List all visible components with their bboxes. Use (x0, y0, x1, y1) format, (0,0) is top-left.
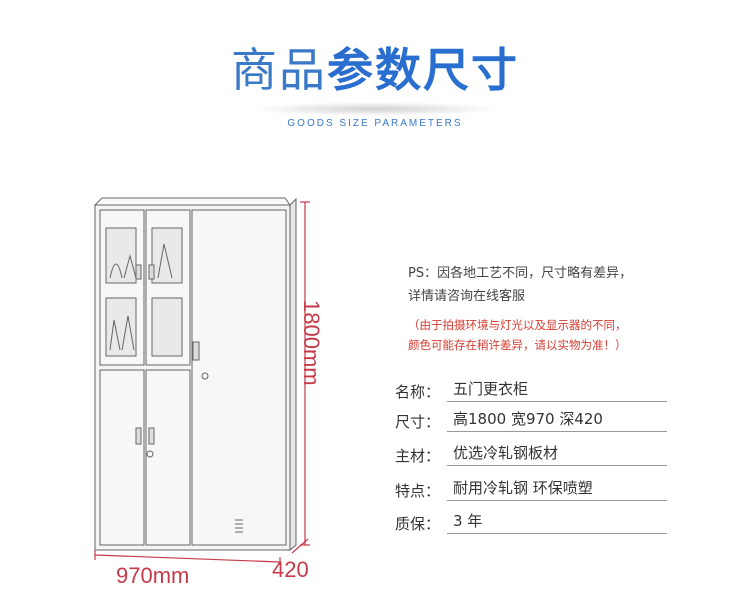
ps-line-2: 详情请咨询在线客服 (408, 289, 526, 304)
spec-underline (447, 500, 667, 501)
width-dimension: 970mm (116, 563, 190, 588)
cabinet-illustration (93, 197, 310, 565)
lock-lower (146, 450, 154, 458)
ps-note: PS：因各地工艺不同，尺寸略有差异， 详情请咨询在线客服 (408, 262, 728, 308)
color-disclaimer: （由于拍摄环境与灯光以及显示器的不同， 颜色可能存在稍许差异，请以实物为准！） (408, 315, 698, 355)
shelf-items-upper (109, 254, 137, 279)
dimension-lines (94, 201, 310, 565)
height-dimension: 1800mm (299, 300, 324, 386)
page-title: 商品参数尺寸 (0, 40, 750, 100)
title-light: 商品 (231, 43, 327, 97)
lock-right (201, 372, 209, 380)
glass-pane-2 (105, 297, 137, 357)
title-bold: 参数尺寸 (327, 43, 519, 97)
spec-value: 高1800 宽970 深420 (453, 410, 603, 428)
cabinet-top (93, 197, 291, 206)
note-line-1: （由于拍摄环境与灯光以及显示器的不同， (408, 318, 627, 332)
shelf-items-right (157, 243, 173, 279)
depth-dimension: 420 (272, 557, 309, 582)
spec-label: 尺寸： (395, 413, 441, 431)
door-lower-left (99, 369, 145, 546)
spec-row-warranty: 质保： 3 年 (395, 508, 667, 534)
title-shadow (250, 102, 500, 116)
spec-label: 名称： (395, 383, 441, 401)
shelf-items-lower (109, 315, 135, 351)
door-right-tall (191, 209, 287, 546)
spec-underline (447, 431, 667, 432)
note-line-2: 颜色可能存在稍许差异，请以实物为准！） (408, 338, 627, 352)
page-subtitle: GOODS SIZE PARAMETERS (287, 118, 463, 129)
spec-row-name: 名称： 五门更衣柜 (395, 376, 667, 402)
spec-value: 耐用冷轧钢 环保喷塑 (453, 479, 593, 497)
spec-value: 3 年 (453, 512, 483, 530)
spec-underline (447, 465, 667, 466)
spec-row-material: 主材： 优选冷轧钢板材 (395, 440, 667, 466)
spec-label: 特点： (395, 482, 441, 500)
spec-label: 质保： (395, 515, 441, 533)
handle-1 (135, 264, 142, 280)
handle-right (192, 341, 200, 361)
spec-label: 主材： (395, 447, 441, 465)
spec-row-size: 尺寸： 高1800 宽970 深420 (395, 406, 667, 432)
spec-row-features: 特点： 耐用冷轧钢 环保喷塑 (395, 475, 667, 501)
handle-3 (135, 427, 142, 445)
glass-pane-4 (151, 297, 183, 357)
spec-value: 优选冷轧钢板材 (453, 444, 559, 462)
cabinet-side (289, 197, 297, 552)
handle-2 (148, 264, 155, 280)
spec-underline (447, 401, 667, 402)
ps-line-1: PS：因各地工艺不同，尺寸略有差异， (408, 266, 633, 281)
door-lower-middle (145, 369, 191, 546)
spec-value: 五门更衣柜 (453, 380, 529, 398)
spec-underline (447, 533, 667, 534)
handle-4 (148, 427, 155, 445)
